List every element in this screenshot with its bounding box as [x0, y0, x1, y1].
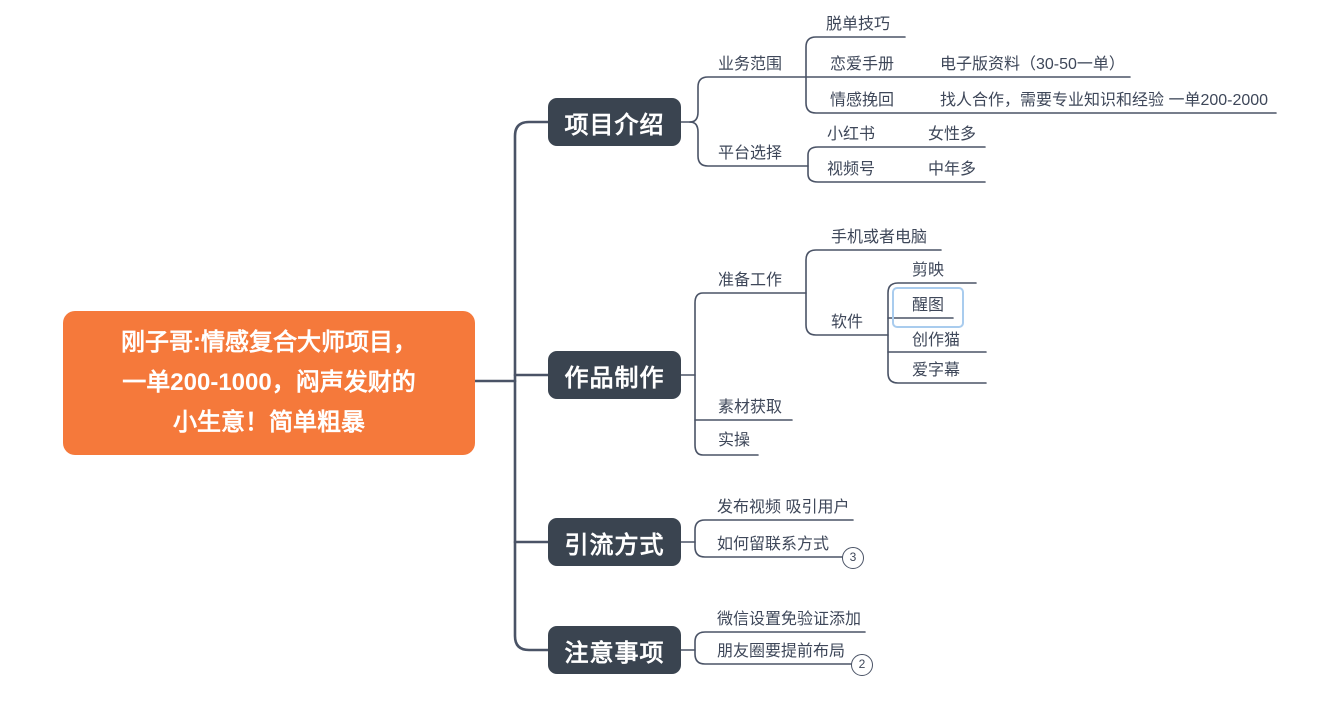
label-shipinhao[interactable]: 视频号	[827, 161, 876, 178]
label-relationship-recovery[interactable]: 情感挽回	[830, 92, 895, 109]
collapsed-count-badge-3[interactable]: 3	[842, 547, 864, 569]
platform-selection-branch	[689, 121, 809, 167]
work-production-children-bracket	[694, 292, 807, 456]
note-love-handbook[interactable]: 电子版资料（30-50一单）	[940, 56, 1125, 73]
note-shipinhao-middle-aged[interactable]: 中年多	[928, 161, 977, 178]
label-xingtu-selected[interactable]: 醒图	[912, 297, 945, 314]
label-wechat-verify[interactable]: 微信设置免验证添加	[717, 611, 862, 628]
collapsed-count-badge-2[interactable]: 2	[851, 654, 873, 676]
business-scope-children-bracket	[805, 36, 1277, 114]
label-preparation[interactable]: 准备工作	[718, 272, 783, 289]
label-jianying[interactable]: 剪映	[912, 262, 945, 279]
platform-children-bracket	[807, 146, 986, 183]
root-topic-line1: 刚子哥:情感复合大师项目，	[121, 329, 417, 356]
label-xiaohongshu[interactable]: 小红书	[827, 126, 876, 143]
topic-precautions[interactable]: 注意事项	[548, 626, 681, 674]
main-trunk-line	[513, 120, 550, 652]
preparation-children-bracket	[805, 249, 942, 336]
label-aizimu[interactable]: 爱字幕	[912, 362, 961, 379]
root-topic-line3: 小生意！简单粗暴	[173, 409, 365, 436]
root-topic[interactable]: 刚子哥:情感复合大师项目， 一单200-1000，闷声发财的 小生意！简单粗暴	[63, 311, 475, 455]
label-love-handbook[interactable]: 恋爱手册	[830, 56, 895, 73]
note-relationship-recovery[interactable]: 找人合作，需要专业知识和经验 一单200-2000	[940, 92, 1269, 109]
software-children-bracket	[887, 282, 987, 384]
label-dating-tips[interactable]: 脱单技巧	[826, 16, 891, 33]
label-publish-videos[interactable]: 发布视频 吸引用户	[717, 499, 850, 516]
label-practice[interactable]: 实操	[718, 432, 751, 449]
label-leave-contact[interactable]: 如何留联系方式	[717, 536, 830, 553]
selected-node-highlight	[892, 287, 964, 328]
note-xiaohongshu-female[interactable]: 女性多	[928, 126, 977, 143]
label-business-scope[interactable]: 业务范围	[718, 56, 783, 73]
topic-traffic-method[interactable]: 引流方式	[548, 518, 681, 566]
root-topic-line2: 一单200-1000，闷声发财的	[122, 369, 416, 396]
label-software[interactable]: 软件	[831, 314, 864, 331]
notes-children-bracket	[694, 631, 866, 665]
topic-work-production[interactable]: 作品制作	[548, 351, 681, 399]
topic-project-intro[interactable]: 项目介绍	[548, 98, 681, 146]
label-material[interactable]: 素材获取	[718, 399, 783, 416]
business-scope-branch	[689, 76, 1131, 123]
label-moments-layout[interactable]: 朋友圈要提前布局	[717, 643, 846, 660]
label-platform-selection[interactable]: 平台选择	[718, 145, 783, 162]
label-phone-or-computer[interactable]: 手机或者电脑	[831, 229, 928, 246]
traffic-children-bracket	[694, 519, 854, 558]
label-chuangzuomao[interactable]: 创作猫	[912, 332, 961, 349]
